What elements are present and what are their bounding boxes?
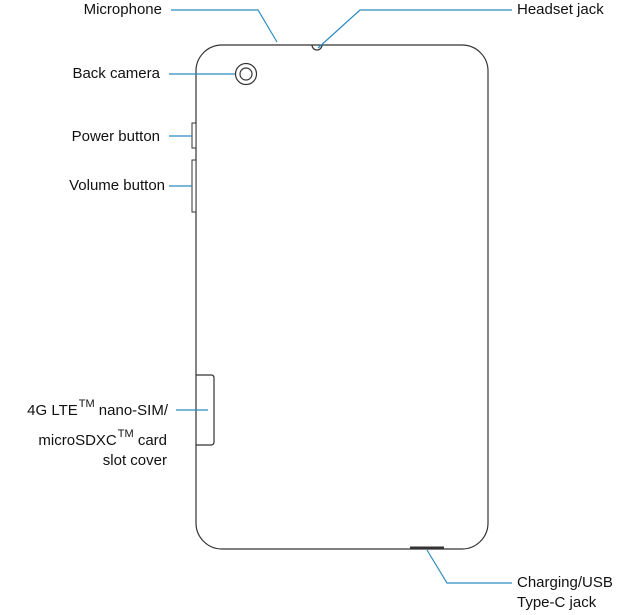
headset-jack-leader-line [317, 9, 512, 49]
sim-slot-label-line2-b: card [137, 432, 167, 449]
back-camera-outer-ring [234, 62, 258, 86]
volume-button-shape [191, 159, 197, 213]
charging-leader-line [426, 549, 512, 584]
sim-slot-label-line1: 4G LTETM nano-SIM/ [27, 399, 168, 420]
sim-slot-label-line1-a: 4G LTE [27, 402, 78, 419]
charging-label-line1: Charging/USB [517, 574, 613, 591]
sim-slot-label-line1-b: nano-SIM/ [98, 402, 168, 419]
back-camera-label: Back camera [72, 65, 160, 82]
headset-jack-label: Headset jack [517, 1, 604, 18]
volume-button-label: Volume button [69, 177, 165, 194]
sim-slot-label-line3: slot cover [102, 452, 167, 469]
sim-slot-label-line2: microSDXCTM card [38, 429, 167, 450]
power-button-label: Power button [71, 128, 160, 145]
trademark-symbol: TM [78, 398, 95, 410]
microphone-leader-line [171, 9, 278, 43]
power-button-shape [191, 122, 197, 149]
back-camera-lens [239, 67, 253, 81]
sim-slot-cover-shape [196, 374, 215, 446]
sim-slot-label-line2-a: microSDXC [38, 432, 117, 449]
charging-label-line2: Type-C jack [517, 594, 597, 611]
headset-jack-notch [311, 44, 323, 51]
phone-body-outline [195, 44, 489, 550]
microphone-label: Microphone [83, 1, 162, 18]
trademark-symbol: TM [117, 428, 134, 440]
